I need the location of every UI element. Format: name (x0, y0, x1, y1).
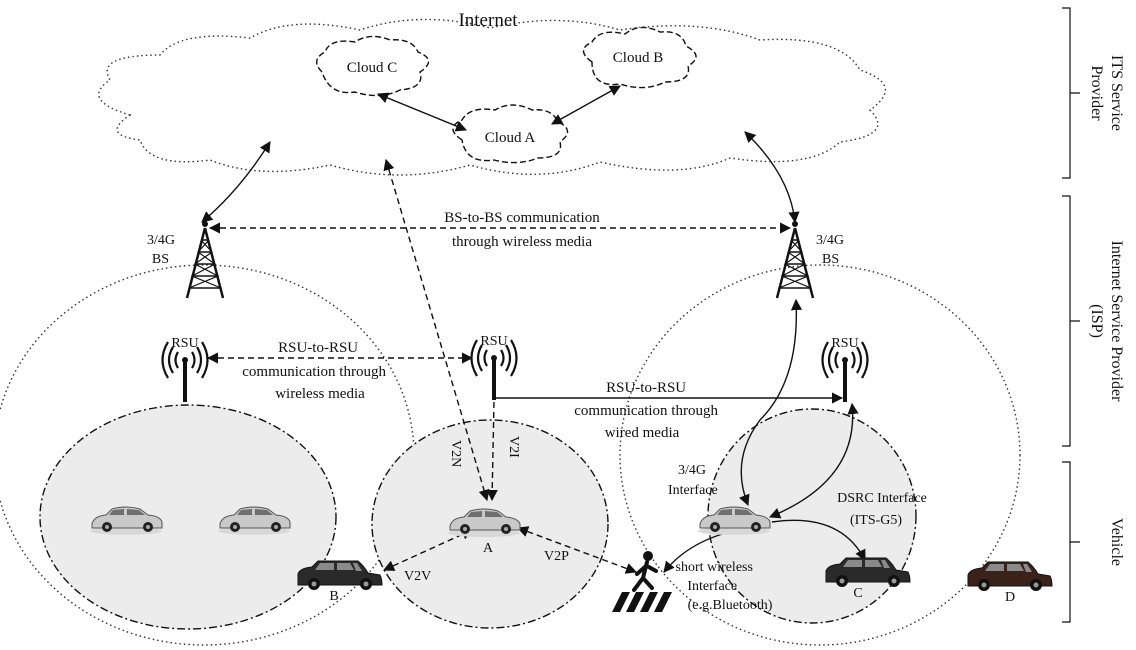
isp-label: Internet Service Provider(ISP) (1088, 241, 1125, 403)
cloud-a-label: Cloud A (485, 130, 536, 146)
isp-vehicle-links (663, 298, 866, 573)
rsu-middle-icon (470, 338, 518, 402)
cloud-c-icon (316, 35, 430, 97)
zone-left (39, 404, 337, 630)
car-b-label: B (329, 589, 338, 604)
v2n-link (383, 158, 490, 502)
its-provider-label: ITS ServiceProvider (1088, 55, 1125, 131)
cloud-c-label: Cloud C (347, 60, 397, 76)
cloud-b-label: Cloud B (613, 50, 663, 66)
cloud-b-icon (582, 26, 697, 89)
rsu-right-label: RSU (831, 336, 858, 351)
cell-tower-right-icon (775, 219, 815, 300)
internet-label: Internet (458, 10, 518, 31)
v2p-link (516, 526, 638, 574)
internet-cloud (98, 18, 886, 176)
cloud-links (376, 85, 621, 132)
v2v-link (382, 529, 474, 571)
v2p-label: V2P (544, 549, 569, 564)
v2i-link (486, 401, 498, 502)
dsrc-label: DSRC Interface(ITS-G5) (837, 491, 927, 528)
cell-tower-left-icon (185, 219, 225, 300)
v2v-label: V2V (404, 569, 431, 584)
tower-internet-links (201, 131, 800, 224)
rsu-left-icon (161, 340, 209, 404)
side-panel-brackets (1062, 7, 1080, 623)
v2n-label: V2N (448, 440, 463, 467)
vehicle-label: Vehicle (1108, 518, 1125, 566)
car-c-label: C (853, 586, 862, 601)
suv-d-icon (967, 561, 1053, 592)
pedestrian-crossing-icon (612, 551, 672, 612)
v2i-label: V2I (506, 436, 521, 458)
car-d-label: D (1005, 590, 1015, 605)
rsu-left-label: RSU (171, 336, 198, 351)
car-a-label: A (483, 541, 494, 556)
rsu-wireless-label: RSU-to-RSU communication through wireles… (242, 340, 389, 402)
rsu-middle-label: RSU (480, 334, 507, 349)
rsu-right-icon (821, 340, 869, 404)
short-wireless-label: short wireless Interface (e.g.Bluetooth) (676, 560, 773, 613)
cloud-a-icon (452, 104, 569, 164)
rsu-wired-label: RSU-to-RSU communication through wired m… (574, 380, 721, 441)
